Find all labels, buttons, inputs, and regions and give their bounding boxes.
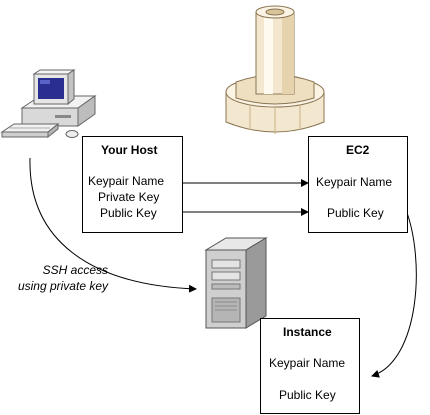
- server-tower-icon: [204, 237, 268, 329]
- ssh-note-line1: SSH access: [42, 263, 108, 277]
- ec2-public-key: Public Key: [327, 206, 384, 220]
- ec2-box-title: EC2: [346, 143, 370, 157]
- ssh-access-arrow: [29, 157, 197, 293]
- ec2-tower-icon: [225, 5, 325, 134]
- ec2-keypair-name: Keypair Name: [316, 175, 393, 189]
- host-keypair-name: Keypair Name: [88, 174, 165, 188]
- host-private-key: Private Key: [98, 190, 160, 204]
- host-public-key: Public Key: [100, 206, 157, 220]
- instance-box-title: Instance: [283, 325, 332, 339]
- ec2-to-instance-arrow: [371, 209, 417, 378]
- ec2-box: EC2 Keypair Name Public Key: [308, 136, 408, 233]
- instance-box: Instance Keypair Name Public Key: [260, 318, 360, 414]
- instance-public-key: Public Key: [279, 388, 336, 402]
- instance-keypair-name: Keypair Name: [269, 356, 346, 370]
- desktop-computer-icon: [0, 69, 97, 139]
- ssh-note-line2: using private key: [17, 279, 108, 293]
- host-box-title: Your Host: [101, 143, 158, 157]
- host-box: Your Host Keypair Name Private Key Publi…: [82, 136, 183, 233]
